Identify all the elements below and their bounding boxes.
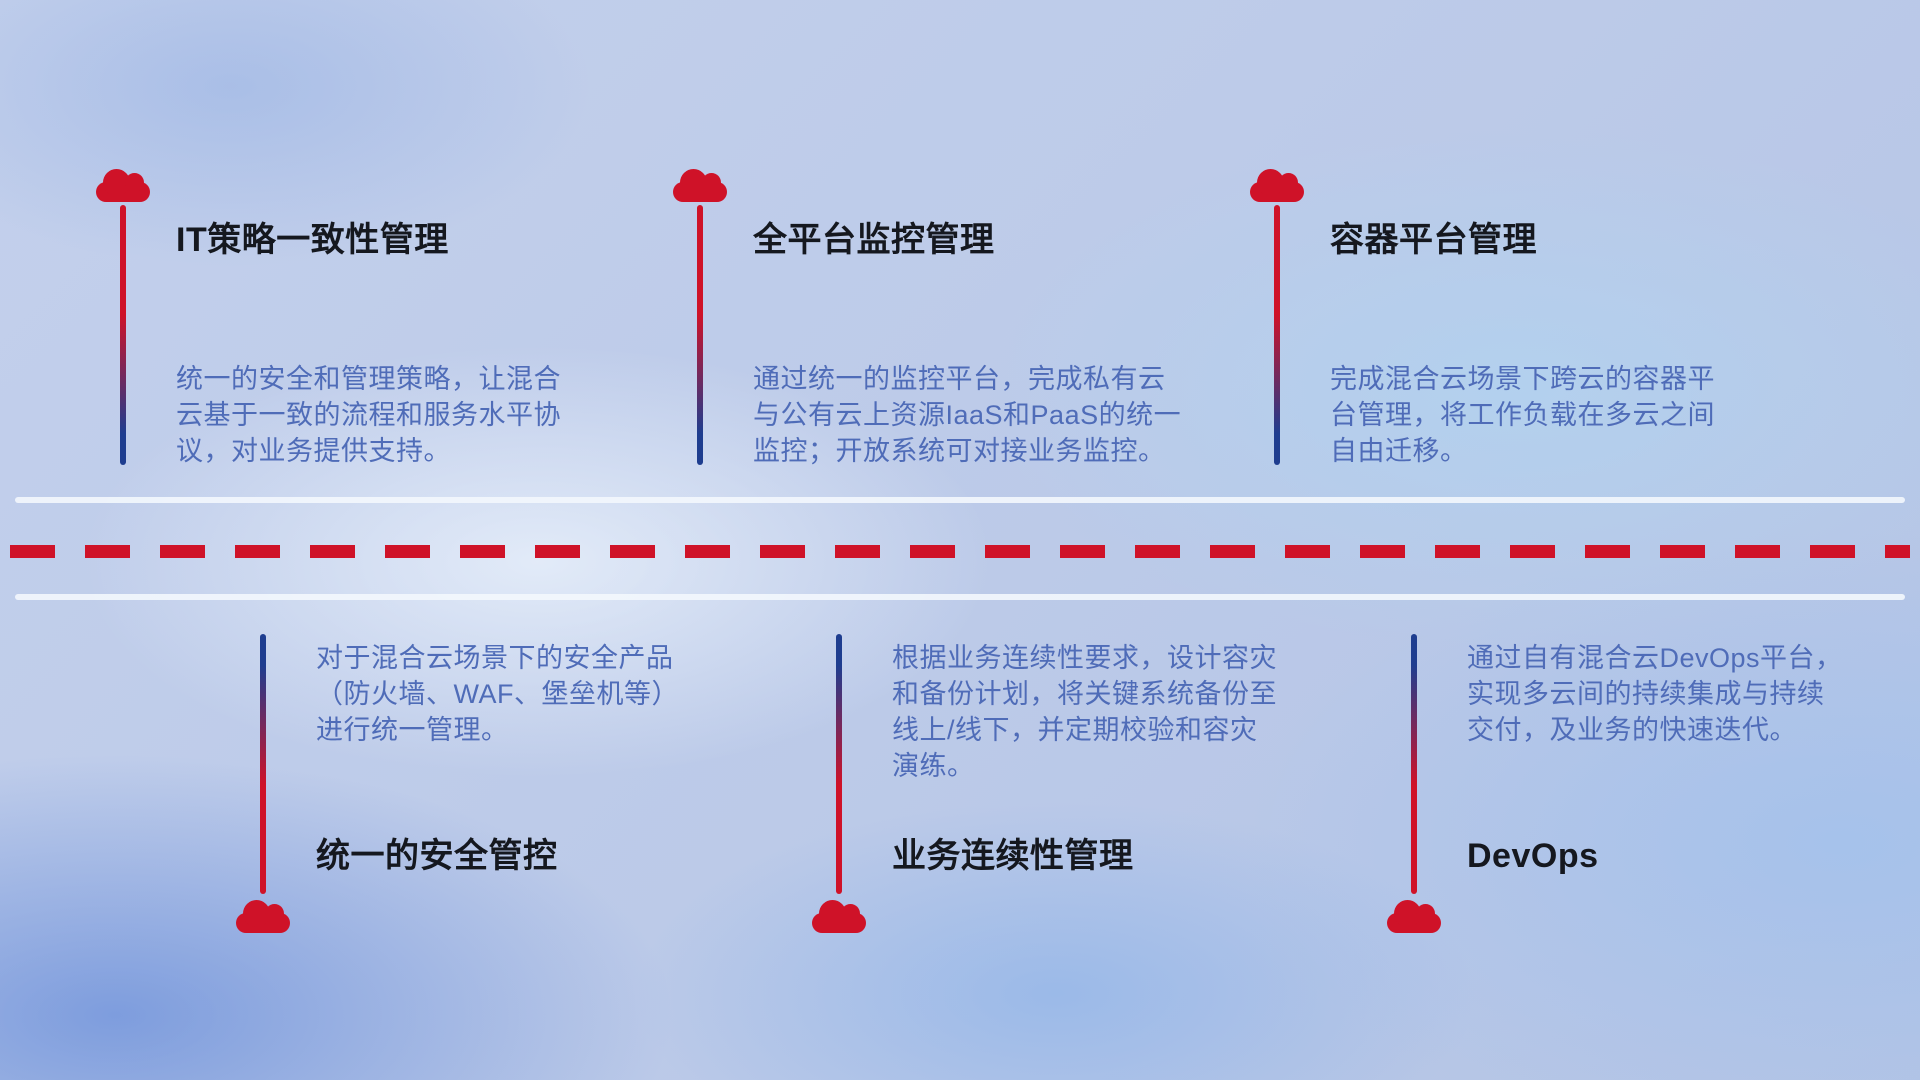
feature-title: 统一的安全管控: [316, 837, 558, 875]
feature-description: 完成混合云场景下跨云的容器平台管理，将工作负载在多云之间自由迁移。: [1330, 364, 1715, 466]
feature-description: 根据业务连续性要求，设计容灾和备份计划，将关键系统备份至线上/线下，并定期校验和…: [892, 643, 1277, 781]
cloud-icon: [1387, 900, 1441, 933]
cloud-icon: [673, 169, 727, 202]
timeline-stem: [836, 634, 842, 894]
cloud-icon: [96, 169, 150, 202]
feature-title: 容器平台管理: [1330, 221, 1537, 259]
feature-it-policy-consistency: IT策略一致性管理 统一的安全和管理策略，让混合云基于一致的流程和服务水平协议，…: [96, 169, 640, 499]
cloud-icon: [236, 900, 290, 933]
feature-title: 业务连续性管理: [892, 837, 1134, 875]
feature-description: 对于混合云场景下的安全产品（防火墙、WAF、堡垒机等）进行统一管理。: [316, 643, 679, 745]
timeline-stem: [697, 205, 703, 465]
feature-description: 统一的安全和管理策略，让混合云基于一致的流程和服务水平协议，对业务提供支持。: [176, 364, 561, 466]
feature-title: DevOps: [1467, 837, 1599, 875]
timeline-lower-line: [15, 594, 1905, 600]
feature-title: 全平台监控管理: [753, 221, 995, 259]
feature-devops: 通过自有混合云DevOps平台，实现多云间的持续集成与持续交付，及业务的快速迭代…: [1387, 630, 1920, 960]
cloud-icon: [812, 900, 866, 933]
feature-unified-security: 对于混合云场景下的安全产品（防火墙、WAF、堡垒机等）进行统一管理。 统一的安全…: [236, 630, 780, 960]
cloud-icon: [1250, 169, 1304, 202]
feature-title: IT策略一致性管理: [176, 221, 449, 259]
timeline-stem: [260, 634, 266, 894]
feature-description: 通过自有混合云DevOps平台，实现多云间的持续集成与持续交付，及业务的快速迭代…: [1467, 643, 1843, 745]
timeline-stem: [1274, 205, 1280, 465]
timeline-upper-line: [15, 497, 1905, 503]
feature-description: 通过统一的监控平台，完成私有云与公有云上资源IaaS和PaaS的统一监控；开放系…: [753, 364, 1182, 466]
feature-platform-monitoring: 全平台监控管理 通过统一的监控平台，完成私有云与公有云上资源IaaS和PaaS的…: [673, 169, 1217, 499]
timeline-stem: [1411, 634, 1417, 894]
feature-container-platform: 容器平台管理 完成混合云场景下跨云的容器平台管理，将工作负载在多云之间自由迁移。: [1250, 169, 1794, 499]
feature-business-continuity: 根据业务连续性要求，设计容灾和备份计划，将关键系统备份至线上/线下，并定期校验和…: [812, 630, 1356, 960]
timeline-dashed-line: [10, 545, 1910, 558]
timeline-stem: [120, 205, 126, 465]
